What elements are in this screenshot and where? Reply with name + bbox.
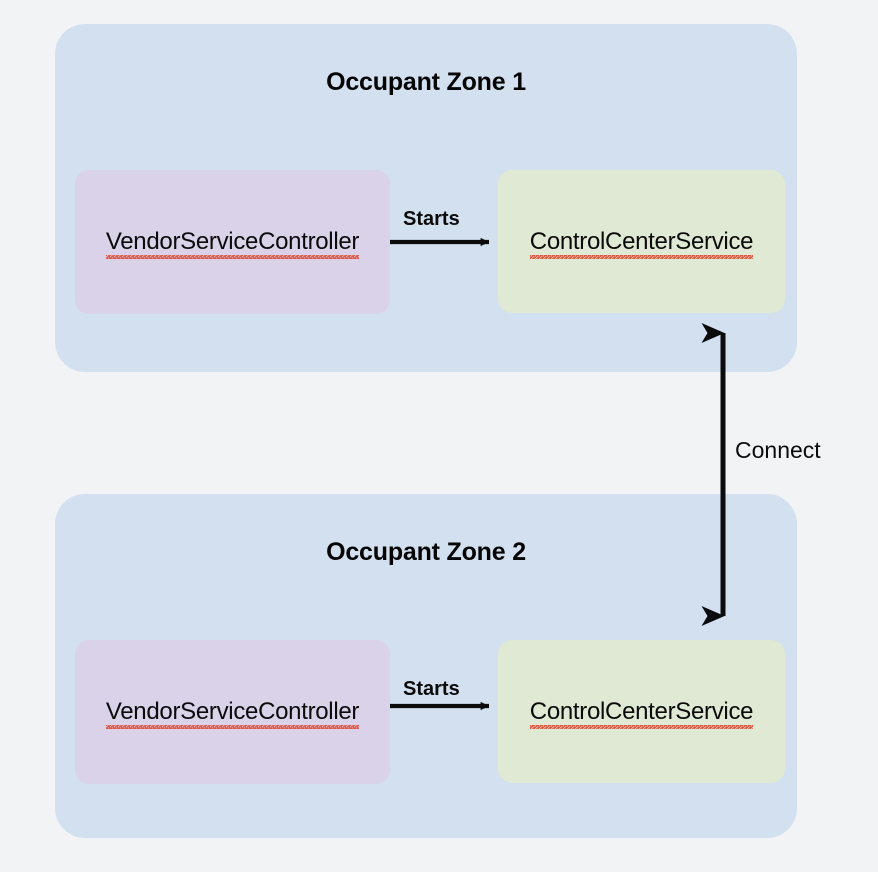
occupant-zone-2-container[interactable]: Occupant Zone 2 VendorServiceController … (55, 494, 797, 838)
edge-label-starts-zone-1: Starts (403, 208, 460, 230)
node-label-vendor-service-controller-zone-2: VendorServiceController (105, 698, 360, 729)
node-control-center-service-zone-2[interactable]: ControlCenterService (498, 640, 785, 783)
node-control-center-service-zone-1[interactable]: ControlCenterService (498, 170, 785, 313)
occupant-zone-1-title: Occupant Zone 1 (326, 68, 526, 96)
node-label-control-center-service-zone-1: ControlCenterService (529, 227, 754, 259)
occupant-zone-2-title: Occupant Zone 2 (326, 538, 526, 566)
occupant-zone-1-container[interactable]: Occupant Zone 1 VendorServiceController … (55, 24, 797, 372)
node-vendor-service-controller-zone-1[interactable]: VendorServiceController (75, 170, 390, 314)
node-vendor-service-controller-zone-2[interactable]: VendorServiceController (75, 640, 390, 784)
edge-label-connect: Connect (735, 437, 821, 463)
node-label-vendor-service-controller-zone-1: VendorServiceController (105, 228, 360, 259)
edge-label-starts-zone-2: Starts (403, 678, 460, 700)
node-label-control-center-service-zone-2: ControlCenterService (529, 697, 754, 729)
